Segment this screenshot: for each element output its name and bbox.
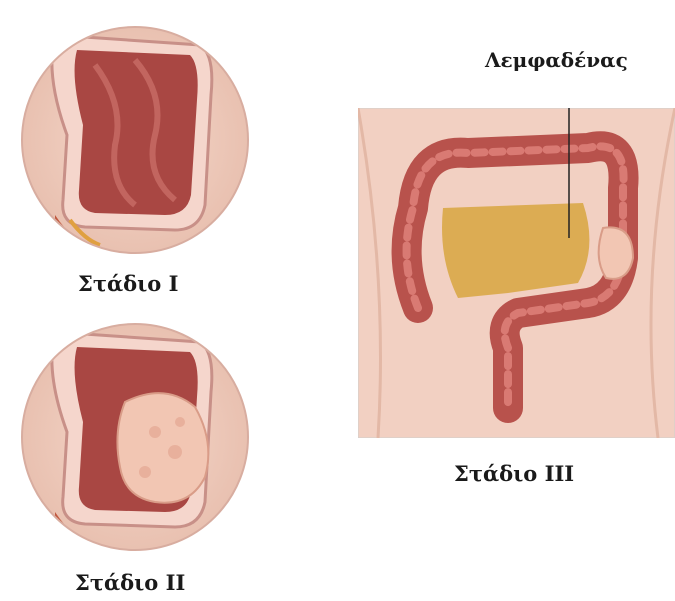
lymph-node-region xyxy=(442,203,589,298)
stage-1-illustration xyxy=(15,15,255,265)
stage-2-caption: Στάδιο ΙΙ xyxy=(75,570,185,595)
tumor-mass xyxy=(599,227,633,278)
tumor-mass xyxy=(117,393,208,503)
stage-1-caption: Στάδιο Ι xyxy=(78,271,178,296)
stage-3-illustration xyxy=(358,108,675,438)
stage-2-illustration xyxy=(15,312,255,562)
stage-3-caption: Στάδιο ΙΙΙ xyxy=(454,461,574,486)
lymph-node-label: Λεμφαδένας xyxy=(485,48,628,72)
